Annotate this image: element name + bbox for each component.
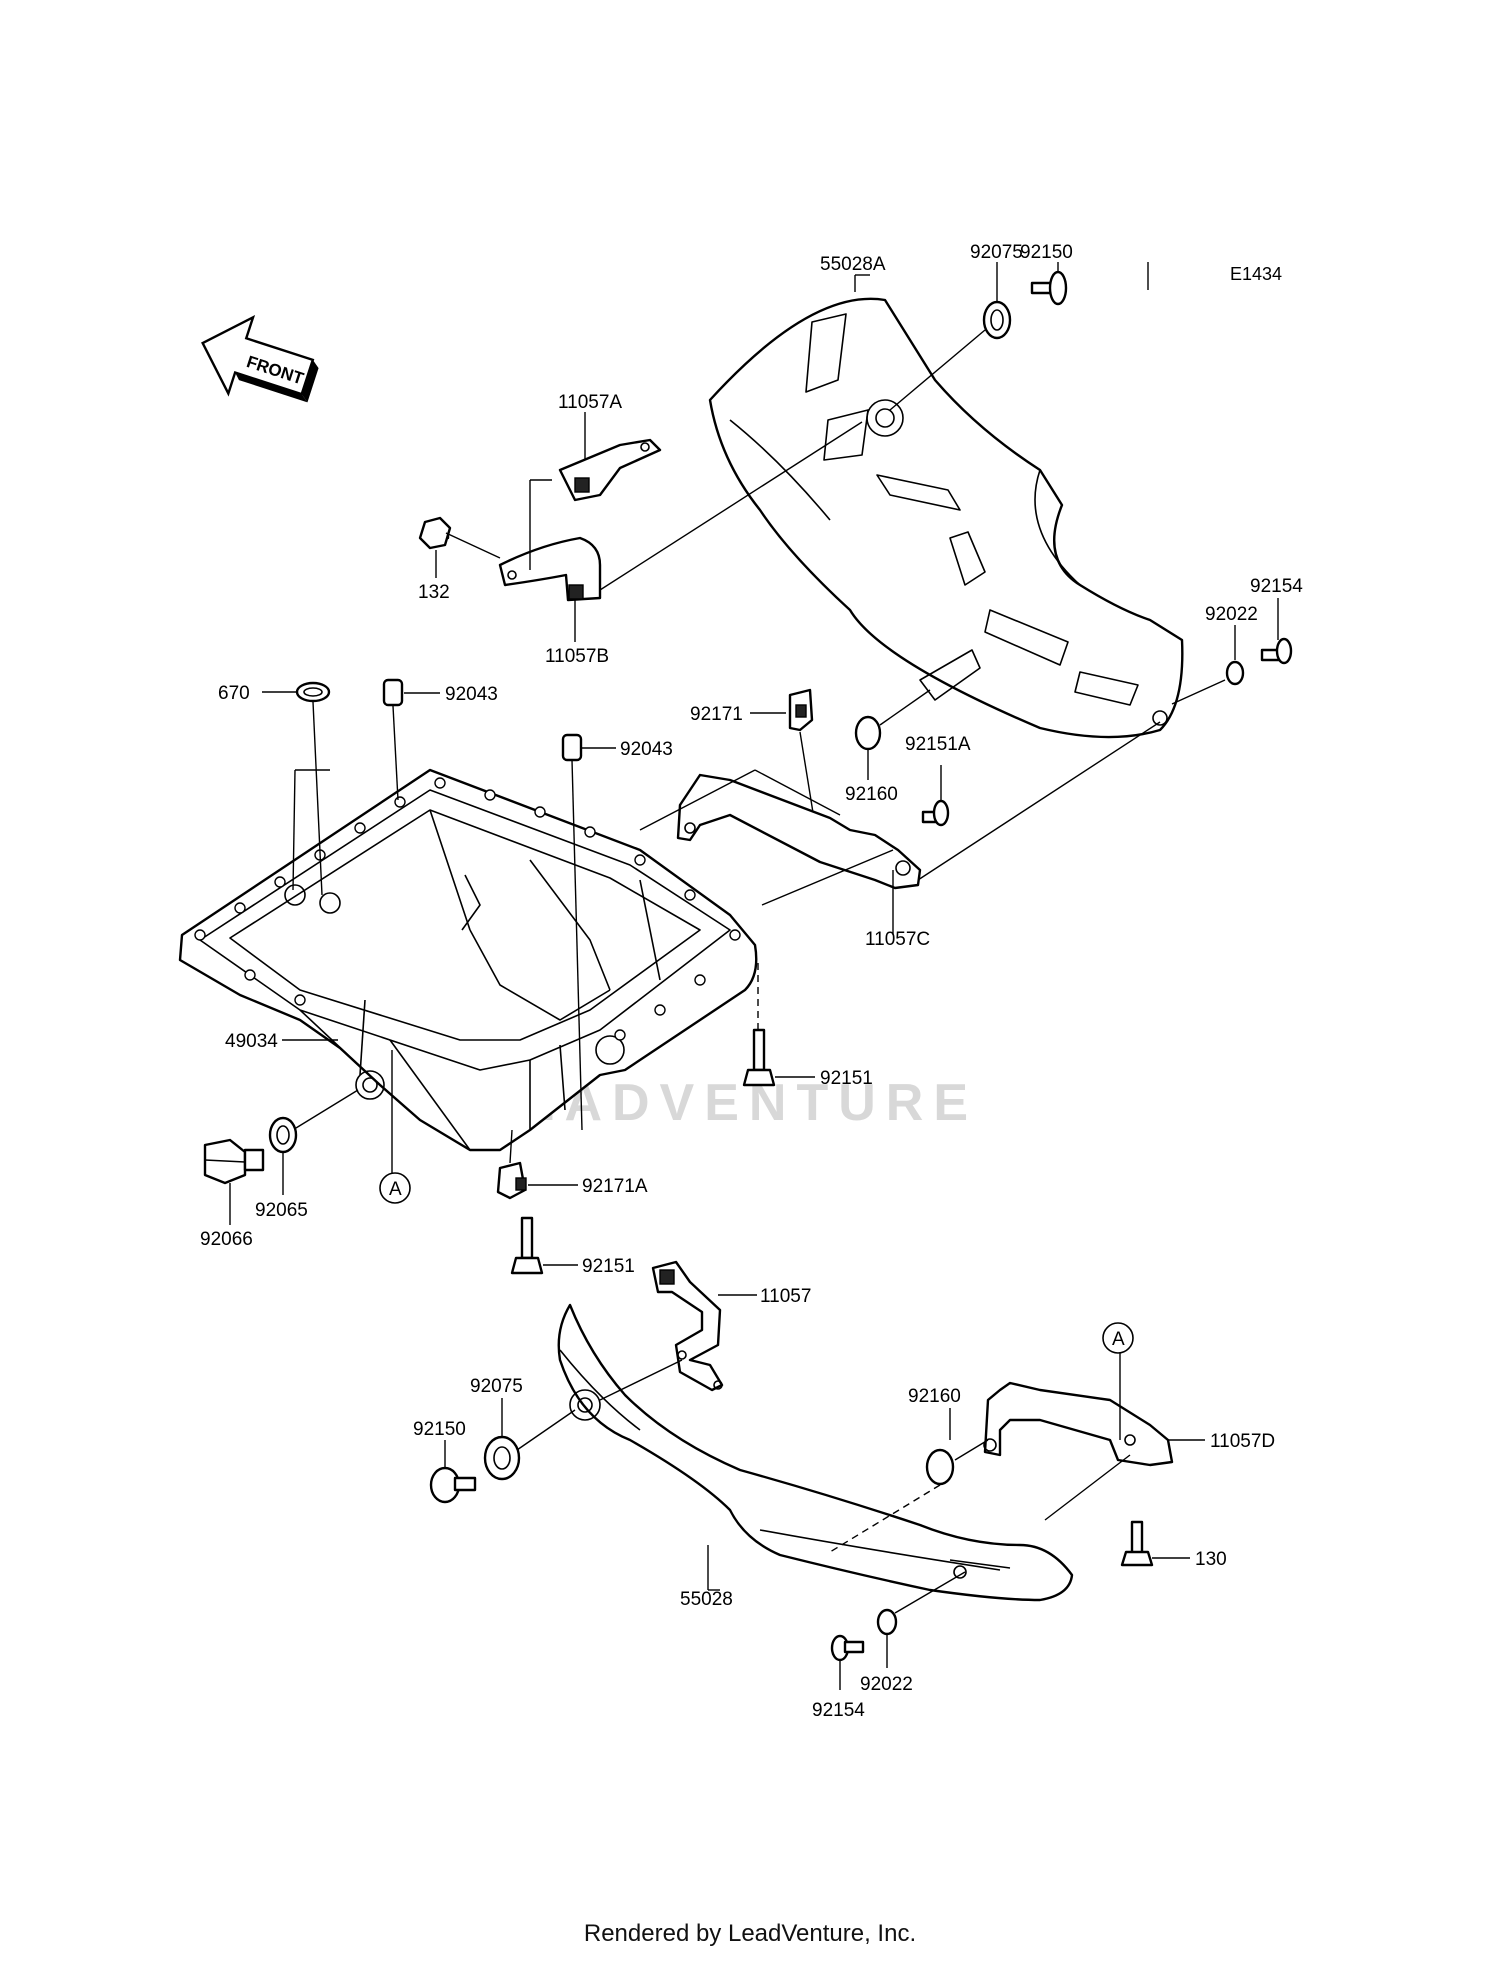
bracket-11057D <box>983 1381 1174 1467</box>
label-11057B: 11057B <box>545 646 609 667</box>
washer-92065 <box>268 1116 298 1154</box>
label-11057C: 11057C <box>865 929 930 950</box>
ref-mark-a-bracket: A <box>1102 1322 1134 1354</box>
label-92022-top: 92022 <box>1205 604 1258 625</box>
label-92171: 92171 <box>690 704 743 725</box>
upper-cover-55028A <box>708 297 1184 739</box>
grommet-92075-top <box>982 300 1012 340</box>
bolt-92151A <box>921 799 950 827</box>
label-49034: 49034 <box>225 1031 278 1052</box>
o-ring-670 <box>295 681 331 703</box>
bolt-92150-bottom <box>429 1466 477 1504</box>
label-92154-top: 92154 <box>1250 576 1303 597</box>
label-92066: 92066 <box>200 1229 253 1250</box>
bracket-11057C <box>676 773 922 890</box>
clip-92171A <box>496 1161 527 1200</box>
bolt-92151-b <box>510 1216 544 1275</box>
callout-labels: 55028A 92075 92150 11057A 132 11057B 921… <box>200 242 1303 1721</box>
lower-cover-55028 <box>557 1303 1074 1602</box>
washer-92022-bottom <box>876 1608 898 1636</box>
label-92075-bottom: 92075 <box>470 1376 523 1397</box>
label-92151A: 92151A <box>905 734 971 755</box>
bolt-92151-a <box>742 1028 776 1087</box>
svg-text:A: A <box>1112 1329 1125 1350</box>
label-92154-bottom: 92154 <box>812 1700 865 1721</box>
oil-pan-bolt-holes <box>194 777 741 1041</box>
bracket-11057 <box>651 1260 724 1392</box>
front-arrow-icon: FRONT <box>201 314 319 403</box>
ref-mark-a-pan: A <box>379 1172 411 1204</box>
dowel-pin-92043-a <box>382 678 404 707</box>
label-92065: 92065 <box>255 1200 308 1221</box>
washer-92022-top <box>1225 660 1245 686</box>
dowel-pin-92043-b <box>561 733 583 762</box>
label-130: 130 <box>1195 1549 1227 1570</box>
bracket-11057B <box>498 536 602 602</box>
bolt-92154-bottom <box>830 1634 865 1662</box>
label-92160-bottom: 92160 <box>908 1386 961 1407</box>
grommet-92160-top <box>854 715 882 751</box>
label-92150-top: 92150 <box>1020 242 1073 263</box>
label-92043-a: 92043 <box>445 684 498 705</box>
grommet-92160-bottom <box>925 1448 955 1486</box>
label-670: 670 <box>218 683 250 704</box>
label-92151-a: 92151 <box>820 1068 873 1089</box>
oil-pan-49034 <box>178 768 758 1152</box>
label-92151-b: 92151 <box>582 1256 635 1277</box>
label-11057: 11057 <box>760 1286 811 1307</box>
grommet-92075-bottom <box>483 1435 521 1481</box>
footer-credit: Rendered by LeadVenture, Inc. <box>583 1920 917 1947</box>
clip-92171 <box>788 688 814 732</box>
bolt-92150-top <box>1030 270 1068 306</box>
label-92043-b: 92043 <box>620 739 673 760</box>
drain-bolt-92066 <box>203 1138 265 1185</box>
bolt-130 <box>1120 1520 1154 1567</box>
bolt-132 <box>418 516 452 550</box>
label-92075-top: 92075 <box>970 242 1023 263</box>
label-11057D: 11057D <box>1210 1431 1275 1452</box>
label-92022-bottom: 92022 <box>860 1674 913 1695</box>
label-92160-top: 92160 <box>845 784 898 805</box>
label-55028A: 55028A <box>820 254 886 275</box>
label-11057A: 11057A <box>558 392 622 413</box>
diagram-code: E1434 <box>1230 264 1282 284</box>
bracket-11057A <box>558 438 662 502</box>
svg-text:A: A <box>389 1179 402 1200</box>
label-92171A: 92171A <box>582 1176 648 1197</box>
label-55028: 55028 <box>680 1589 733 1610</box>
label-92150-bottom: 92150 <box>413 1419 466 1440</box>
bolt-92154-top <box>1260 637 1293 665</box>
label-132: 132 <box>418 582 450 603</box>
